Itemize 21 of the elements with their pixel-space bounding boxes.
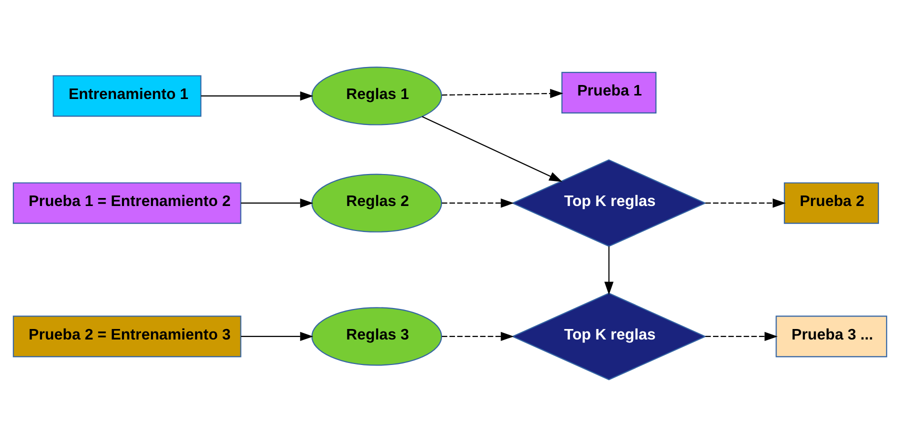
- node-ellipse: Reglas 1: [311, 66, 442, 126]
- arrow: [422, 116, 562, 182]
- node-diamond: Top K reglas: [511, 159, 707, 247]
- node-diamond: Top K reglas: [511, 292, 707, 380]
- node-box: Entrenamiento 1: [52, 75, 202, 117]
- arrow: [241, 198, 314, 208]
- node-box: Prueba 1 = Entrenamiento 2: [12, 182, 242, 224]
- arrow: [604, 246, 614, 295]
- arrow: [442, 198, 514, 208]
- node-ellipse: Reglas 3: [311, 307, 442, 366]
- arrow: [442, 88, 564, 98]
- node-box: Prueba 2 = Entrenamiento 3: [12, 316, 242, 358]
- node-ellipse: Reglas 2: [311, 174, 442, 232]
- arrow: [705, 332, 778, 342]
- arrow: [442, 332, 514, 342]
- arrow: [201, 91, 314, 101]
- node-box: Prueba 2: [784, 182, 879, 224]
- node-box: Prueba 3 ...: [776, 316, 888, 358]
- arrow: [241, 332, 314, 342]
- arrow: [705, 198, 786, 208]
- node-box: Prueba 1: [561, 72, 656, 114]
